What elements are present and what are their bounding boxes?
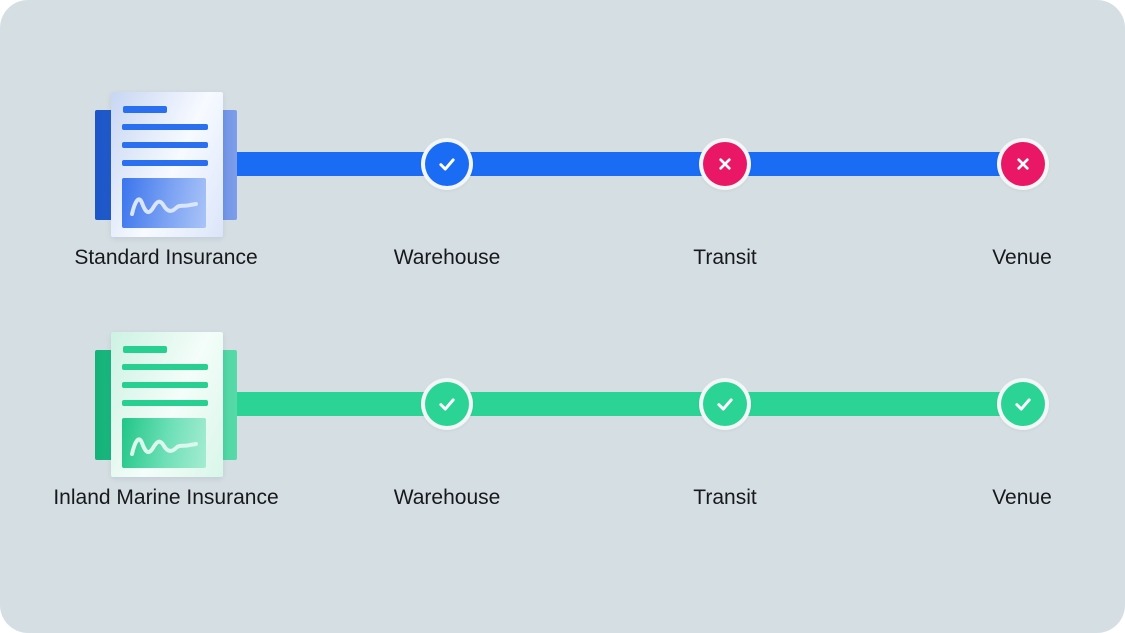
document-title-line bbox=[123, 106, 167, 113]
stop-label-venue: Venue bbox=[992, 246, 1052, 269]
stop-node-warehouse bbox=[421, 378, 473, 430]
status-circle-covered bbox=[703, 382, 747, 426]
document-text-line bbox=[122, 142, 208, 148]
document-text-line bbox=[122, 364, 208, 370]
document-text-line bbox=[122, 400, 208, 406]
document-text-line bbox=[122, 160, 208, 166]
check-icon bbox=[439, 398, 455, 411]
signature-squiggle-icon bbox=[130, 197, 198, 216]
stop-node-warehouse bbox=[421, 138, 473, 190]
stop-label-warehouse: Warehouse bbox=[393, 486, 501, 509]
status-circle-covered bbox=[425, 142, 469, 186]
document-text-line bbox=[122, 124, 208, 130]
insurance-policy-document-icon bbox=[111, 92, 223, 237]
coverage-track-standard bbox=[225, 152, 1025, 176]
status-circle-not-covered bbox=[1001, 142, 1045, 186]
row-title-standard-insurance: Standard Insurance bbox=[74, 246, 258, 269]
stop-label-transit: Transit bbox=[693, 486, 757, 509]
signature-squiggle-icon bbox=[130, 437, 198, 456]
coverage-track-inland-marine bbox=[225, 392, 1025, 416]
stop-node-venue bbox=[997, 138, 1049, 190]
stop-node-transit bbox=[699, 378, 751, 430]
status-circle-covered bbox=[425, 382, 469, 426]
status-circle-covered bbox=[1001, 382, 1045, 426]
stop-node-transit bbox=[699, 138, 751, 190]
row-title-inland-marine-insurance: Inland Marine Insurance bbox=[53, 486, 279, 509]
signature-box bbox=[122, 178, 206, 228]
document-title-line bbox=[123, 346, 167, 353]
stop-label-transit: Transit bbox=[693, 246, 757, 269]
stop-label-warehouse: Warehouse bbox=[393, 246, 501, 269]
status-circle-not-covered bbox=[703, 142, 747, 186]
document-text-line bbox=[122, 382, 208, 388]
check-icon bbox=[439, 158, 455, 171]
x-icon bbox=[719, 158, 731, 170]
check-icon bbox=[717, 398, 733, 411]
stop-label-venue: Venue bbox=[992, 486, 1052, 509]
stop-node-venue bbox=[997, 378, 1049, 430]
check-icon bbox=[1015, 398, 1031, 411]
insurance-policy-document-icon bbox=[111, 332, 223, 477]
signature-box bbox=[122, 418, 206, 468]
x-icon bbox=[1017, 158, 1029, 170]
